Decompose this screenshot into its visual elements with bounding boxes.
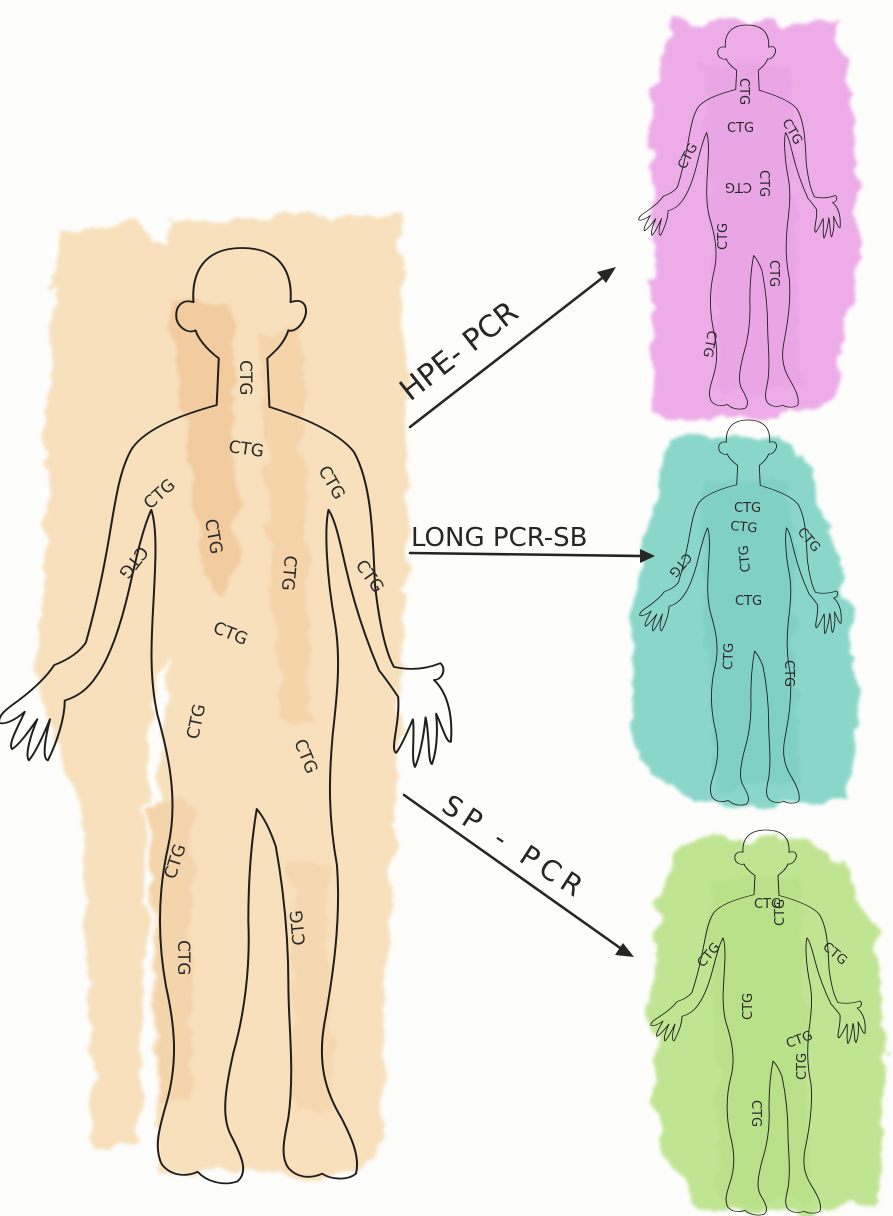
ctg-label: CTG bbox=[235, 360, 255, 395]
ctg-label: CTG bbox=[735, 594, 762, 609]
ctg-label: CTG bbox=[730, 519, 758, 536]
ctg-label: CTG bbox=[781, 660, 796, 687]
ctg-label: CTG bbox=[748, 1100, 763, 1127]
ctg-label: CTG bbox=[734, 501, 761, 516]
ctg-label: CTG bbox=[741, 993, 756, 1020]
ctg-label: CTG bbox=[173, 940, 193, 975]
ctg-label: CTG bbox=[727, 121, 754, 136]
ctg-label: CTG bbox=[725, 179, 752, 194]
long-pcr-sb-label: LONG PCR-SB bbox=[411, 523, 587, 553]
ctg-label: CTG bbox=[737, 545, 754, 573]
ctg-label: CTG bbox=[277, 555, 300, 592]
main-watercolor-wash bbox=[40, 215, 410, 1180]
ctg-label: CTG bbox=[736, 78, 751, 105]
ctg-label: CTG bbox=[795, 1053, 810, 1080]
ctg-label: CTG bbox=[716, 223, 731, 250]
ctg-label: CTG bbox=[766, 260, 781, 287]
hpe-pcr-figure: CTG CTG CTG CTG CTG CTG CTG CTG CTG bbox=[639, 20, 860, 420]
ctg-label: CTG bbox=[721, 643, 737, 671]
sp-pcr-figure: CTG CTG CTG CTG CTG CTG CTG CTG bbox=[650, 830, 885, 1215]
ctg-label: CTG bbox=[287, 909, 310, 946]
ctg-label: CTG bbox=[773, 899, 788, 926]
ctg-label: CTG bbox=[756, 170, 771, 197]
green-watercolor-wash bbox=[650, 835, 885, 1212]
